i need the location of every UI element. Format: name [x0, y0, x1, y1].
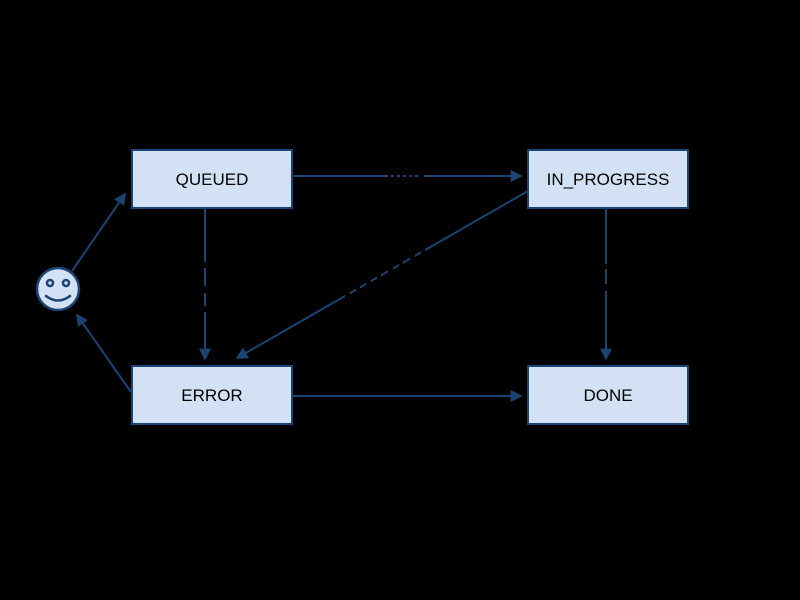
smiley-right-eye — [61, 278, 71, 288]
node-error: ERROR — [131, 365, 293, 425]
edge-inprogress-to-error — [235, 190, 529, 359]
node-done-label: DONE — [583, 386, 632, 405]
edges — [71, 170, 612, 402]
smiley-left-eye — [45, 278, 55, 288]
node-in-progress: IN_PROGRESS — [527, 149, 689, 209]
node-in-progress-box — [527, 149, 689, 209]
node-error-label: ERROR — [181, 386, 242, 405]
smiley-mouth — [44, 294, 72, 302]
node-queued: QUEUED — [131, 149, 293, 209]
node-done-box — [527, 365, 689, 425]
start-node-smiley-icon — [35, 266, 81, 312]
node-queued-box — [131, 149, 293, 209]
node-in-progress-label: IN_PROGRESS — [547, 170, 670, 189]
smiley-face-circle — [35, 266, 81, 312]
node-queued-label: QUEUED — [176, 170, 249, 189]
node-error-box — [131, 365, 293, 425]
edge-label-artifacts — [200, 172, 611, 312]
edge-error-to-start — [76, 313, 132, 393]
edge-start-to-queued — [71, 192, 126, 272]
node-done: DONE — [527, 365, 689, 425]
